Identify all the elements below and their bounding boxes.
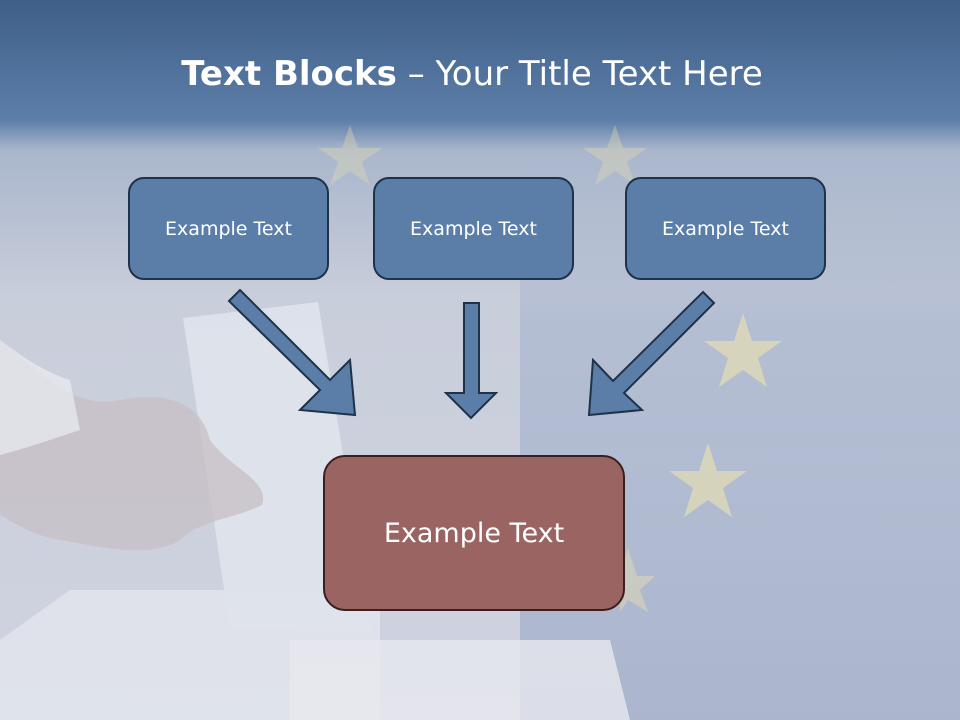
target-label: Example Text (383, 517, 565, 549)
target-text-block[interactable]: Example Text (323, 455, 625, 611)
text-block-label: Example Text (410, 217, 537, 240)
slide-title: Text Blocks – Your Title Text Here (0, 54, 944, 94)
eu-star-icon (704, 313, 782, 387)
ballot-box-lid-icon (290, 640, 630, 720)
arrow-down-icon (443, 302, 499, 420)
text-block-label: Example Text (165, 217, 292, 240)
text-block-label: Example Text (662, 217, 789, 240)
text-block-right[interactable]: Example Text (625, 177, 826, 280)
eu-star-icon (583, 125, 647, 185)
arrow-down-right-icon (227, 288, 357, 417)
title-dash: – (396, 54, 436, 94)
text-block-left[interactable]: Example Text (128, 177, 329, 280)
title-rest: Your Title Text Here (435, 54, 763, 94)
eu-star-icon (669, 443, 747, 517)
text-block-center[interactable]: Example Text (373, 177, 574, 280)
sleeve-icon (0, 340, 80, 455)
eu-star-icon (318, 125, 382, 185)
arrow-down-left-icon (587, 290, 716, 417)
title-bold: Text Blocks (181, 54, 397, 94)
